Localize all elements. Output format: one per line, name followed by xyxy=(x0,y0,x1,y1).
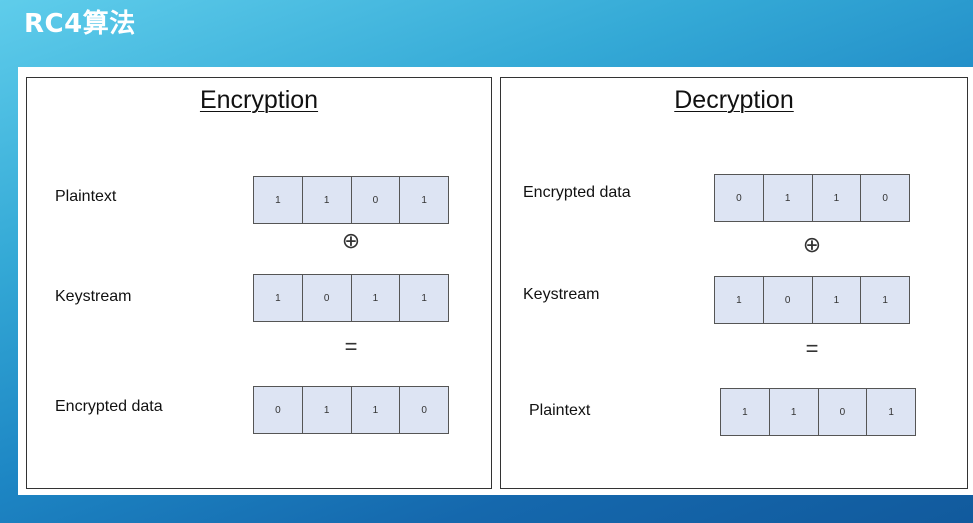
bit-cell: 0 xyxy=(302,275,352,321)
xor-operator: ⊕ xyxy=(802,232,822,257)
bit-cell: 1 xyxy=(254,177,303,223)
bit-cell: 1 xyxy=(812,277,862,323)
bit-cell: 1 xyxy=(812,175,862,221)
bit-cell: 0 xyxy=(861,175,909,221)
bit-cell: 1 xyxy=(400,177,448,223)
bit-cell: 1 xyxy=(254,275,303,321)
xor-operator: ⊕ xyxy=(341,228,361,253)
bit-cell: 0 xyxy=(254,387,303,433)
bit-cell: 0 xyxy=(763,277,813,323)
slide-title: RC4算法 xyxy=(24,9,136,39)
equals-operator: = xyxy=(805,336,819,361)
bit-cell: 0 xyxy=(715,175,764,221)
decryption-row-1-bits: 0 1 1 0 xyxy=(714,174,910,222)
bit-cell: 0 xyxy=(818,389,868,435)
bit-cell: 0 xyxy=(351,177,401,223)
decryption-row-1-label: Encrypted data xyxy=(523,184,631,201)
equals-operator: = xyxy=(344,334,358,359)
decryption-panel: Decryption Encrypted data 0 1 1 0 ⊕ Keys… xyxy=(500,77,968,489)
bit-cell: 1 xyxy=(302,177,352,223)
bit-cell: 0 xyxy=(400,387,448,433)
bit-cell: 1 xyxy=(715,277,764,323)
bit-cell: 1 xyxy=(867,389,915,435)
decryption-row-2-label: Keystream xyxy=(523,286,600,303)
decryption-row-2-bits: 1 0 1 1 xyxy=(714,276,910,324)
decryption-row-3-bits: 1 1 0 1 xyxy=(720,388,916,436)
encryption-row-2-bits: 1 0 1 1 xyxy=(253,274,449,322)
encryption-row-3-label: Encrypted data xyxy=(55,398,163,415)
encryption-panel: Encryption Plaintext 1 1 0 1 ⊕ Keystream… xyxy=(26,77,492,489)
bit-cell: 1 xyxy=(763,175,813,221)
decryption-title: Decryption xyxy=(674,86,794,114)
encryption-row-2-label: Keystream xyxy=(55,288,132,305)
bit-cell: 1 xyxy=(351,387,401,433)
bit-cell: 1 xyxy=(302,387,352,433)
decryption-row-3-label: Plaintext xyxy=(529,402,591,419)
encryption-row-1-label: Plaintext xyxy=(55,188,117,205)
encryption-row-3-bits: 0 1 1 0 xyxy=(253,386,449,434)
bit-cell: 1 xyxy=(861,277,909,323)
bit-cell: 1 xyxy=(351,275,401,321)
encryption-row-1-bits: 1 1 0 1 xyxy=(253,176,449,224)
bit-cell: 1 xyxy=(721,389,770,435)
encryption-title: Encryption xyxy=(199,86,319,114)
rc4-diagram: Encryption Plaintext 1 1 0 1 ⊕ Keystream… xyxy=(18,67,973,495)
bit-cell: 1 xyxy=(400,275,448,321)
bit-cell: 1 xyxy=(769,389,819,435)
